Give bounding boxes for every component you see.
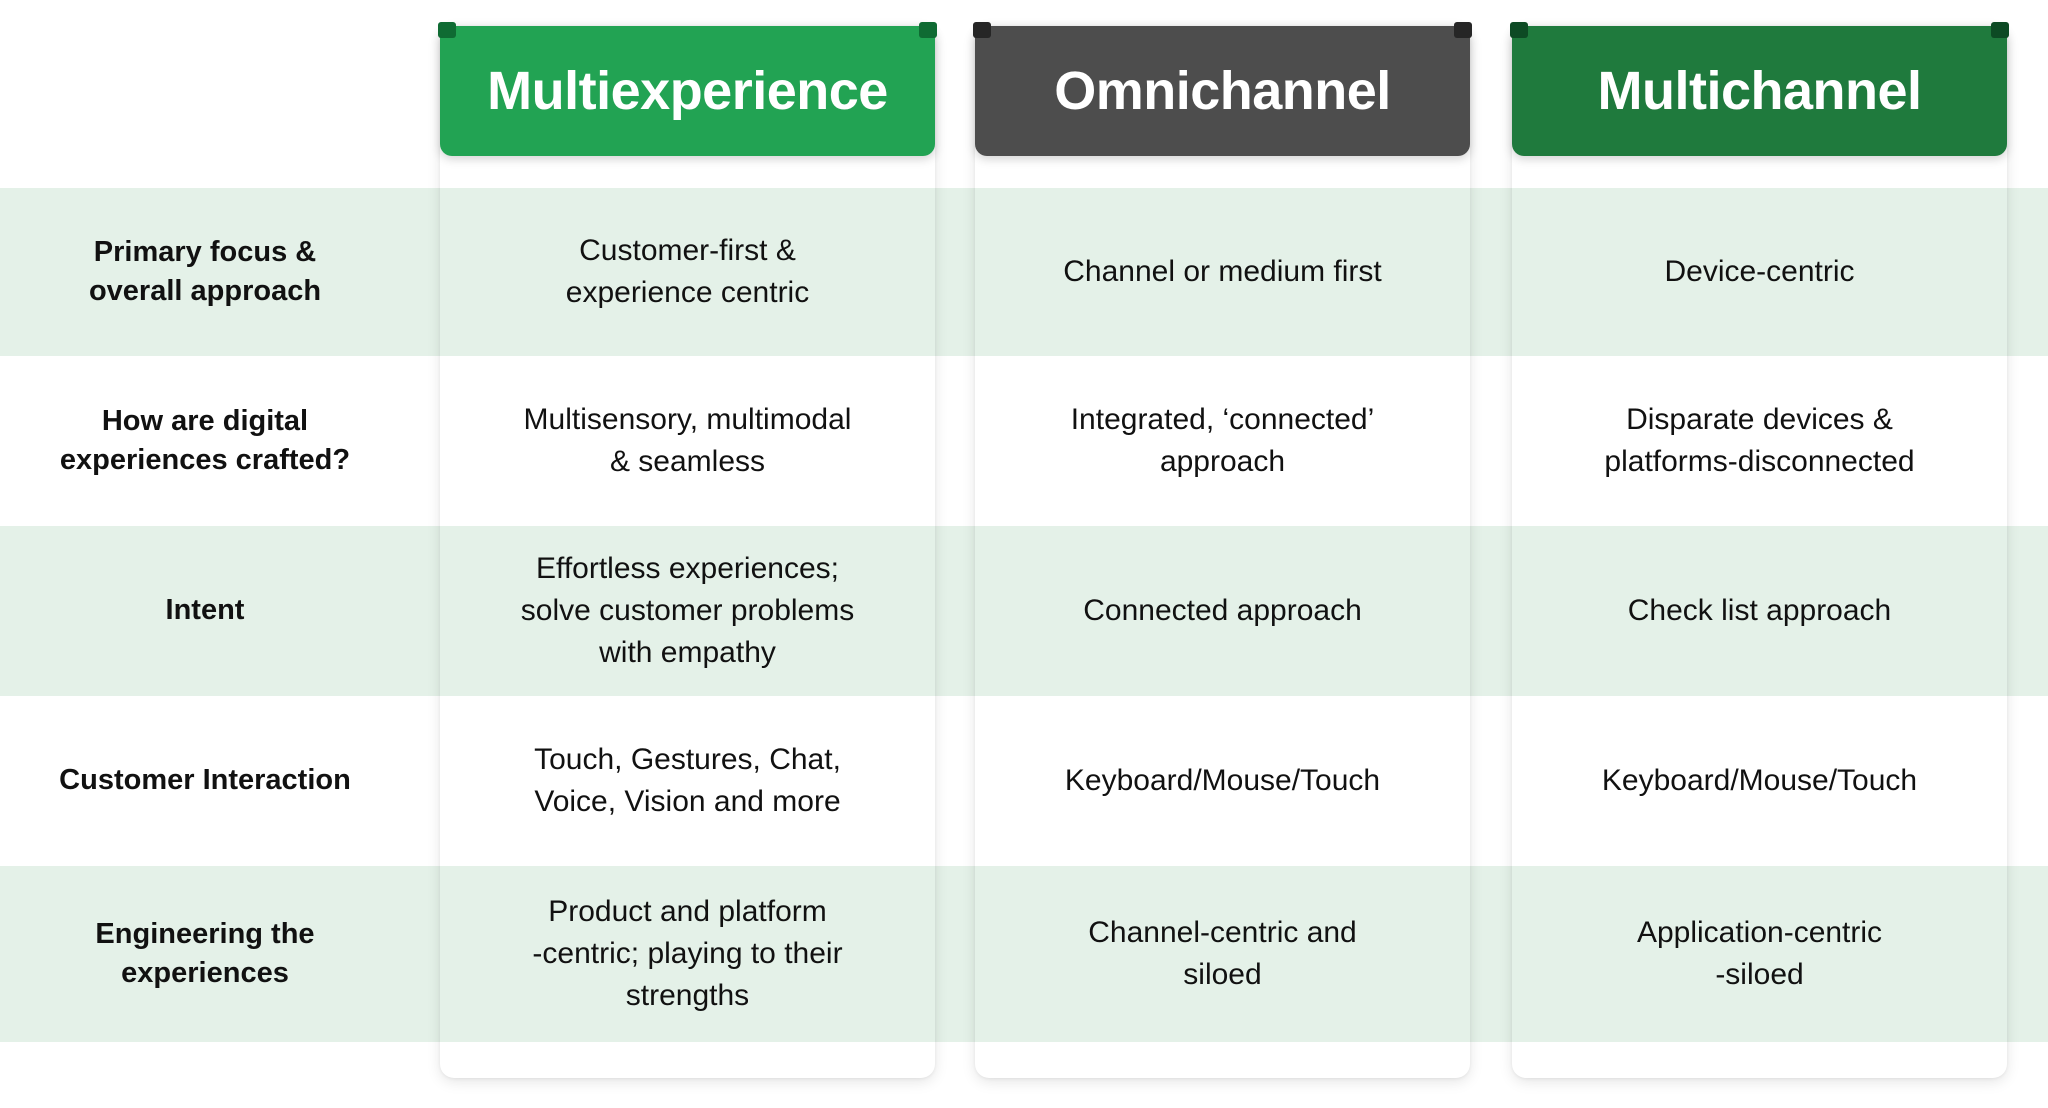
- column-row-stripe: [440, 526, 935, 696]
- table-cell-text: Integrated, ‘connected’approach: [1070, 403, 1375, 478]
- table-cell-omnichannel: Keyboard/Mouse/Touch: [975, 696, 1470, 866]
- column-header-label: Multiexperience: [487, 61, 888, 121]
- table-cell-text: Product and platform-centric; playing to…: [532, 895, 843, 1012]
- column-row-stripe: [1512, 188, 2007, 356]
- table-cell-text: Keyboard/Mouse/Touch: [1064, 764, 1381, 797]
- table-cell-text: Touch, Gestures, Chat,Voice, Vision and …: [534, 743, 841, 818]
- header-corner-notch-right: [1454, 22, 1472, 38]
- table-cell-omnichannel: Connected approach: [975, 526, 1470, 696]
- table-cell-multichannel: Device-centric: [1512, 188, 2007, 356]
- row-label-text: Primary focus &overall approach: [88, 235, 322, 307]
- table-cell-text: Channel or medium first: [1063, 255, 1382, 288]
- table-cell-multiexperience: Product and platform-centric; playing to…: [440, 866, 935, 1042]
- table-cell-omnichannel: Integrated, ‘connected’approach: [975, 356, 1470, 526]
- table-cell-multichannel: Check list approach: [1512, 526, 2007, 696]
- column-row-stripe: [1512, 866, 2007, 1042]
- column-header-omnichannel[interactable]: Omnichannel: [973, 22, 1472, 156]
- header-corner-notch-left: [1510, 22, 1528, 38]
- column-row-stripe: [975, 866, 1470, 1042]
- table-cell-text: Application-centric-siloed: [1636, 916, 1883, 991]
- row-label-text: Customer Interaction: [59, 764, 351, 797]
- column-header-label: Omnichannel: [1054, 61, 1391, 121]
- table-cell-multiexperience: Customer-first &experience centric: [440, 188, 935, 356]
- table-cell-text: Effortless experiences;solve customer pr…: [520, 552, 855, 669]
- column-card-multiexperience: Multiexperience: [438, 22, 937, 1078]
- table-cell-multichannel: Disparate devices &platforms-disconnecte…: [1512, 356, 2007, 526]
- table-cell-text: Device-centric: [1664, 255, 1855, 288]
- column-row-stripe: [1512, 526, 2007, 696]
- column-row-stripe: [440, 188, 935, 356]
- table-cell-multiexperience: Effortless experiences;solve customer pr…: [440, 526, 935, 696]
- table-cell-multiexperience: Multisensory, multimodal& seamless: [440, 356, 935, 526]
- header-corner-notch-left: [973, 22, 991, 38]
- table-cell-multichannel: Application-centric-siloed: [1512, 866, 2007, 1042]
- column-header-multiexperience[interactable]: Multiexperience: [438, 22, 937, 156]
- column-card-multichannel: Multichannel: [1510, 22, 2009, 1078]
- header-corner-notch-right: [919, 22, 937, 38]
- column-row-stripe: [440, 866, 935, 1042]
- header-corner-notch-left: [438, 22, 456, 38]
- row-label-text: Intent: [165, 594, 245, 627]
- table-cell-text: Keyboard/Mouse/Touch: [1601, 764, 1918, 797]
- column-row-stripe: [975, 188, 1470, 356]
- table-cell-multichannel: Keyboard/Mouse/Touch: [1512, 696, 2007, 866]
- table-cell-text: Check list approach: [1627, 594, 1892, 627]
- row-label: Primary focus &overall approach: [0, 188, 410, 356]
- table-cell-text: Customer-first &experience centric: [565, 234, 810, 309]
- header-corner-notch-right: [1991, 22, 2009, 38]
- table-cell-text: Connected approach: [1083, 594, 1362, 627]
- table-cell-text: Disparate devices &platforms-disconnecte…: [1604, 403, 1915, 478]
- column-header-multichannel[interactable]: Multichannel: [1510, 22, 2009, 156]
- column-row-stripe: [975, 526, 1470, 696]
- table-cell-text: Multisensory, multimodal& seamless: [523, 403, 852, 478]
- row-label: Intent: [0, 526, 410, 696]
- table-cell-multiexperience: Touch, Gestures, Chat,Voice, Vision and …: [440, 696, 935, 866]
- table-cell-omnichannel: Channel or medium first: [975, 188, 1470, 356]
- column-card-omnichannel: Omnichannel: [973, 22, 1472, 1078]
- row-label: Customer Interaction: [0, 696, 410, 866]
- column-header-label: Multichannel: [1597, 61, 1922, 121]
